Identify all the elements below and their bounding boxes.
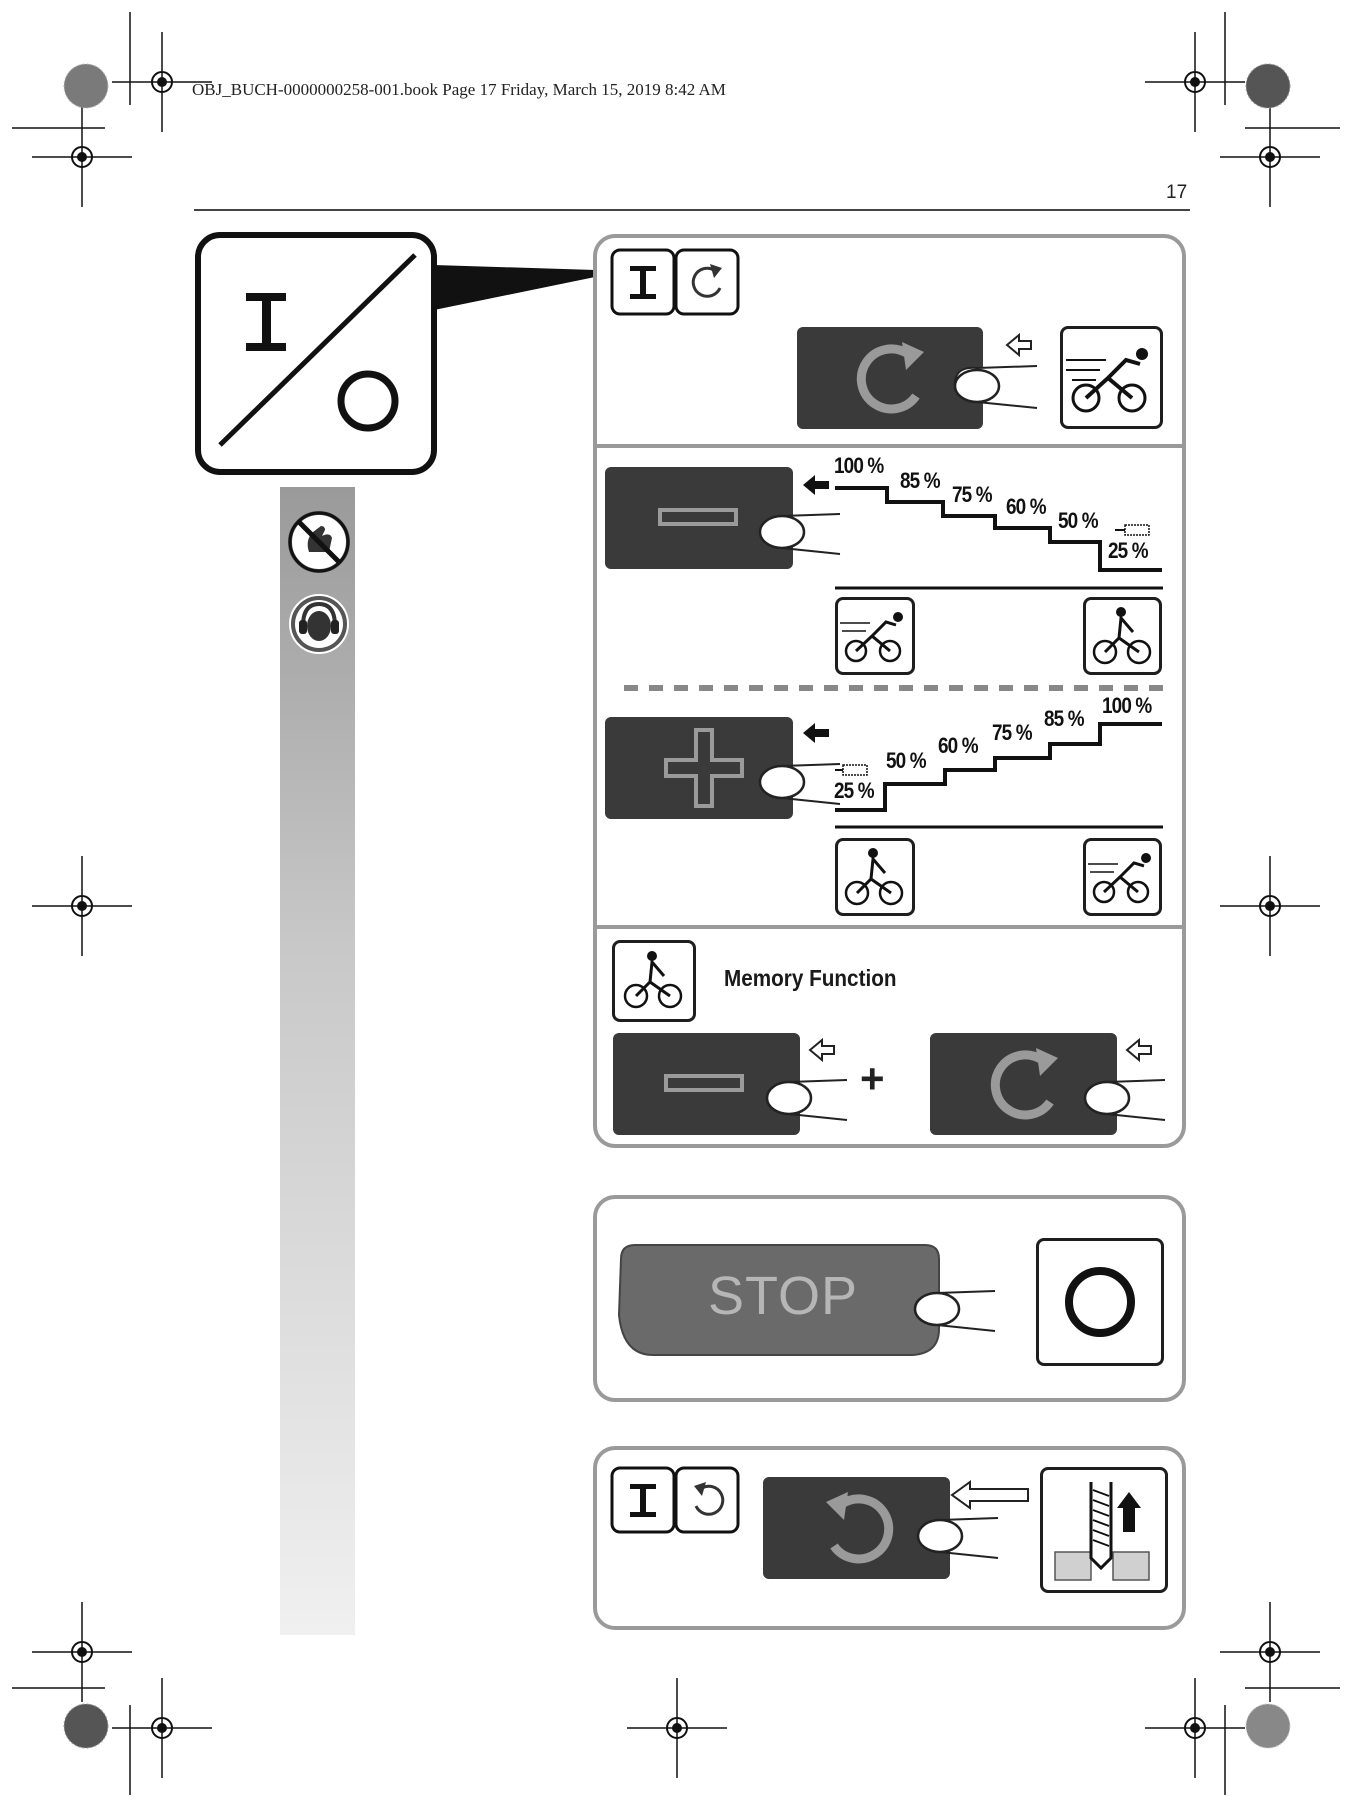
panel-divider bbox=[597, 925, 1182, 929]
slow-cyclist-glyph bbox=[844, 848, 904, 906]
registration-target-icon bbox=[1144, 1677, 1246, 1779]
stop-label: STOP bbox=[708, 1266, 859, 1326]
fast-cyclist-glyph bbox=[1088, 853, 1151, 904]
active-arrow-icon bbox=[803, 475, 829, 495]
finger-icon bbox=[913, 1290, 996, 1332]
finger-icon bbox=[765, 1079, 848, 1121]
press-arrow-icon bbox=[1125, 1037, 1152, 1063]
memory-minus-button[interactable] bbox=[613, 1033, 800, 1135]
speed-up-staircase bbox=[835, 722, 1163, 829]
dashed-separator bbox=[624, 685, 1164, 691]
finger-icon bbox=[953, 365, 1038, 409]
registration-target-icon bbox=[626, 1677, 728, 1779]
finger-icon bbox=[1083, 1079, 1166, 1121]
speed-up-level: 100 % bbox=[1102, 693, 1152, 718]
fast-cyclist-glyph bbox=[1066, 348, 1148, 413]
registration-target-icon bbox=[31, 855, 133, 957]
header-rule bbox=[194, 209, 1190, 211]
speed-down-level: 100 % bbox=[834, 453, 884, 478]
registration-target-icon bbox=[31, 1601, 133, 1703]
speed-down-level: 25 % bbox=[1108, 538, 1149, 563]
plus-sign: + bbox=[860, 1055, 885, 1102]
speed-up-level: 25 % bbox=[834, 778, 875, 803]
off-icon-box bbox=[1036, 1238, 1164, 1366]
press-arrow-icon bbox=[950, 1480, 1029, 1510]
panel-divider bbox=[597, 444, 1182, 448]
fast-cyclist-icon bbox=[1060, 326, 1163, 429]
stop-icon bbox=[1065, 1267, 1135, 1337]
on-reverse-icon-box bbox=[610, 1466, 740, 1534]
press-arrow-icon bbox=[1005, 332, 1032, 358]
memory-function-label: Memory Function bbox=[724, 965, 897, 991]
speed-up-level: 85 % bbox=[1044, 706, 1085, 731]
speed-down-level: 60 % bbox=[1006, 494, 1047, 519]
reverse-rotation-icon bbox=[826, 1492, 894, 1564]
registration-target-icon bbox=[1219, 1601, 1321, 1703]
press-arrow-icon bbox=[808, 1037, 835, 1063]
on-icon-box bbox=[610, 248, 740, 316]
registration-target-icon bbox=[1219, 855, 1321, 957]
fast-cyclist-glyph bbox=[840, 612, 903, 663]
registration-disc bbox=[63, 63, 1291, 1749]
active-arrow-icon bbox=[803, 723, 829, 743]
speed-down-level: 75 % bbox=[952, 482, 993, 507]
section-bar bbox=[280, 487, 355, 1635]
page-number: 17 bbox=[1166, 182, 1188, 203]
minus-icon bbox=[658, 508, 738, 526]
finger-icon bbox=[758, 513, 841, 555]
ear-protection-icon bbox=[289, 594, 349, 654]
gloves-prohibited-icon bbox=[288, 511, 350, 573]
drill-retract-glyph bbox=[1054, 1482, 1150, 1581]
registration-target-icon bbox=[1219, 106, 1321, 208]
file-info: OBJ_BUCH-0000000258-001.book Page 17 Fri… bbox=[192, 80, 726, 99]
fast-cyclist-icon bbox=[1083, 838, 1162, 916]
speed-down-level: 50 % bbox=[1058, 508, 1099, 533]
minus-button[interactable] bbox=[605, 467, 793, 569]
forward-rotation-icon bbox=[990, 1048, 1058, 1120]
finger-icon bbox=[916, 1517, 999, 1559]
registration-target-icon bbox=[111, 1677, 213, 1779]
speed-up-level: 60 % bbox=[938, 733, 979, 758]
forward-rotation-icon bbox=[856, 342, 924, 414]
registration-target-icon bbox=[31, 106, 133, 208]
speed-up-level: 75 % bbox=[992, 720, 1033, 745]
minus-icon bbox=[664, 1074, 744, 1092]
crop-mark-icon bbox=[12, 12, 1340, 1795]
on-off-icon bbox=[195, 232, 595, 475]
finger-icon bbox=[758, 763, 841, 805]
registration-target-icon bbox=[1144, 31, 1246, 133]
plus-button[interactable] bbox=[605, 717, 793, 819]
fast-cyclist-icon bbox=[835, 597, 915, 675]
speed-down-level: 85 % bbox=[900, 468, 941, 493]
plus-icon bbox=[664, 728, 744, 808]
speed-down-staircase bbox=[835, 486, 1163, 590]
stop-button[interactable] bbox=[617, 1243, 947, 1373]
slow-cyclist-glyph bbox=[623, 951, 683, 1009]
slow-cyclist-glyph bbox=[1092, 607, 1152, 665]
speed-up-level: 50 % bbox=[886, 748, 927, 773]
